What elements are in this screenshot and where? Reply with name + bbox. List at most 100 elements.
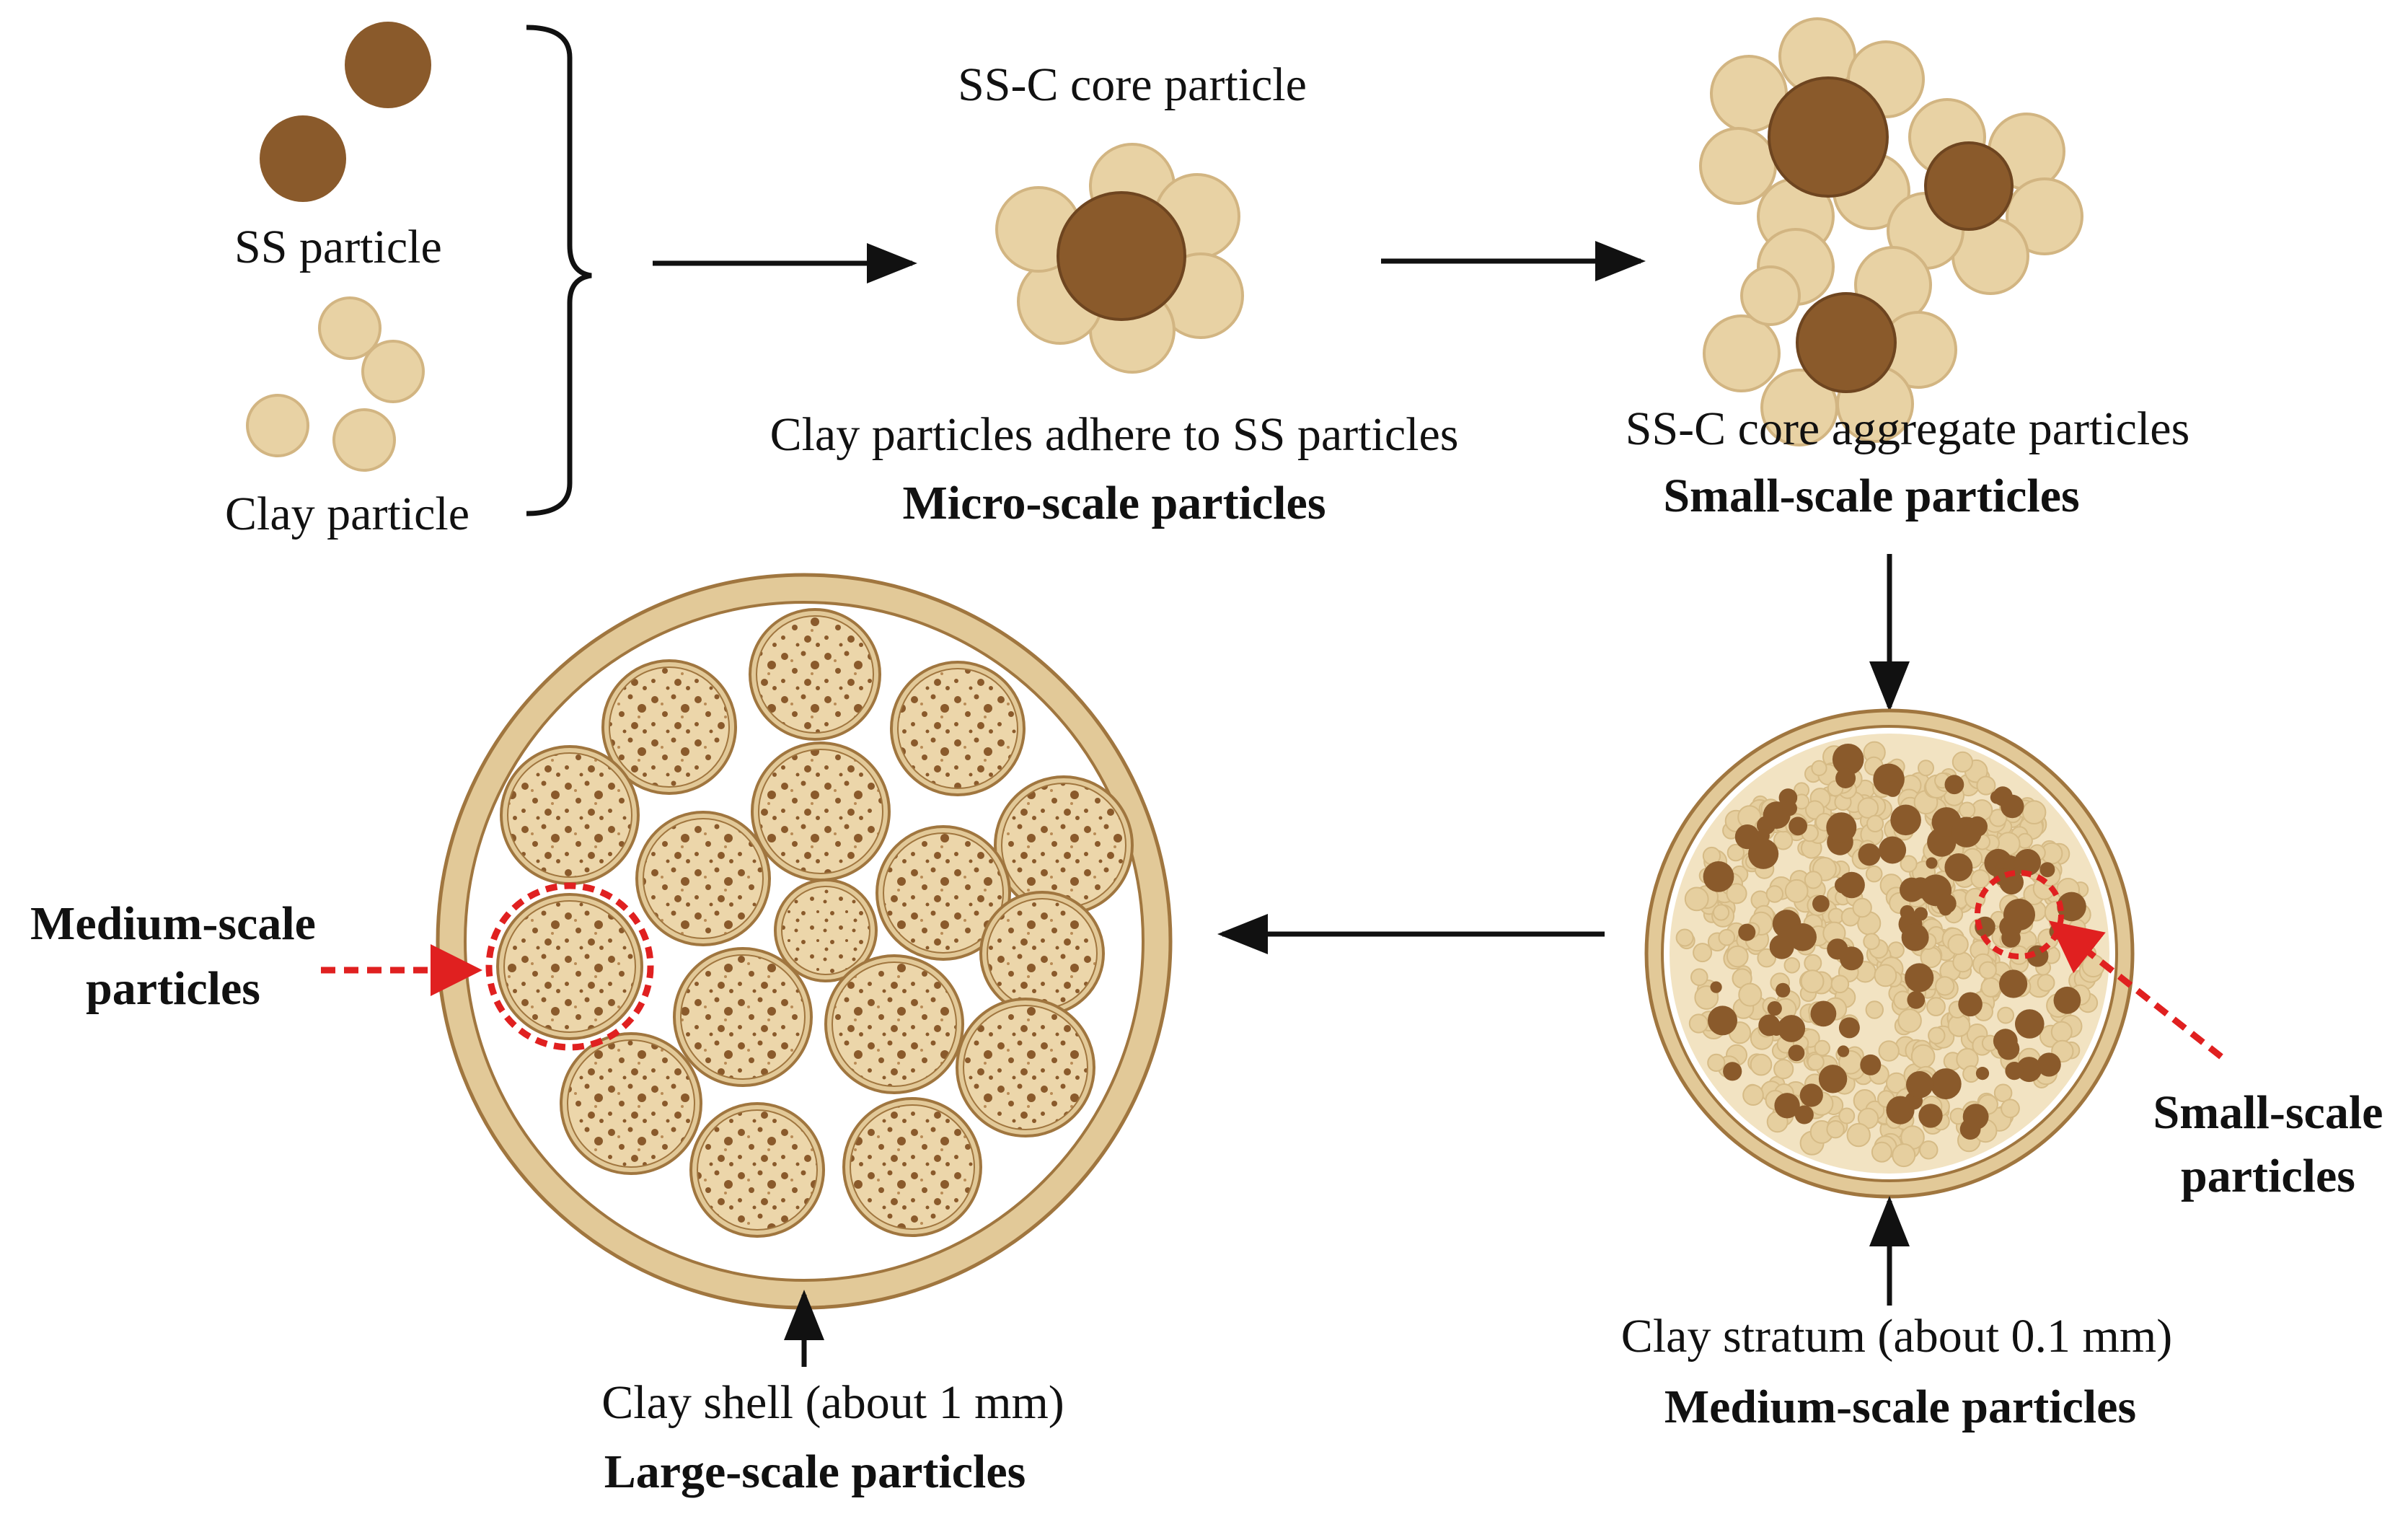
clay-grain <box>2068 918 2086 937</box>
ss-particles <box>260 22 431 202</box>
clay-grain <box>1830 974 1850 994</box>
ss-grain <box>1738 923 1756 941</box>
ss-grain <box>1710 981 1722 993</box>
ss-grain <box>2053 986 2081 1014</box>
ss-grain <box>1858 843 1881 866</box>
input-bracket <box>526 25 592 516</box>
ss-particle-label: SS particle <box>234 221 442 273</box>
clay-grain <box>1765 885 1784 903</box>
clay-grain <box>1997 1006 2015 1024</box>
clay-grain <box>1693 943 1713 963</box>
ss-grain <box>2057 892 2086 922</box>
ss-grain <box>1900 877 1924 902</box>
ss-grain <box>1993 1029 2018 1054</box>
clay-grain <box>1784 879 1809 903</box>
highlighted-ss-grain <box>2003 899 2035 930</box>
clay-grain <box>1750 1053 1773 1076</box>
ss-grain <box>1990 791 2004 804</box>
medium-scale-particle-in-shell <box>749 608 881 741</box>
ss-grain <box>1905 963 1934 993</box>
clay-grain <box>2001 1099 2020 1119</box>
clay-grain <box>1928 1026 1946 1044</box>
medium-scale-particle-in-shell <box>673 947 813 1087</box>
clay-shell-label: Clay shell (about 1 mm) <box>601 1376 1064 1429</box>
ss-grain <box>1951 817 1982 848</box>
clay-grain <box>1807 1053 1825 1071</box>
clay-grain <box>1935 976 1955 996</box>
medium-scale-particle-in-shell <box>979 891 1105 1016</box>
medium-scale-highlight <box>485 882 654 1051</box>
clay-grain <box>2021 800 2047 824</box>
ss-grain <box>2005 1062 2024 1081</box>
clay-grain <box>1863 933 1880 950</box>
clay-grain <box>1726 945 1749 968</box>
medium-scale-callout-line1: Medium-scale <box>30 897 316 950</box>
clay-grain <box>1871 1141 1892 1163</box>
medium-scale-particle-in-shell <box>500 745 640 885</box>
clay-grain <box>1757 948 1776 968</box>
clay-grain <box>2050 1021 2073 1043</box>
clay-stratum-label: Clay stratum (about 0.1 mm) <box>1620 1310 2173 1363</box>
medium-scale-particle-in-shell <box>956 998 1095 1137</box>
ss-grain <box>1890 804 1921 836</box>
ss-grain <box>1884 780 1901 797</box>
clay-grain <box>1804 954 1822 972</box>
clay-grain <box>1918 760 1934 777</box>
clay-grain <box>1900 855 1918 873</box>
clay-grain <box>1866 814 1884 833</box>
medium-scale-particle-in-shell <box>496 893 643 1040</box>
ss-grain <box>1769 934 1794 959</box>
micro-caption: Clay particles adhere to SS particles <box>769 408 1459 461</box>
clay-grain <box>1959 801 1976 819</box>
clay-grain <box>1878 1040 1900 1062</box>
clay-grain <box>1800 969 1825 993</box>
ss-grain <box>1900 905 1915 920</box>
ss-grain <box>1776 982 1791 998</box>
ss-grain <box>1958 992 1983 1017</box>
large-scale-particle <box>436 573 1173 1310</box>
clay-grain <box>1852 897 1872 918</box>
clay-grain <box>1865 865 1883 883</box>
clay-grain <box>1814 1039 1831 1057</box>
medium-scale-particle-in-shell <box>890 661 1026 796</box>
clay-particles <box>246 296 425 472</box>
ss-grain <box>1959 1119 1981 1140</box>
ss-grain <box>1789 923 1817 951</box>
clay-grain <box>1951 751 1973 773</box>
clay-grain <box>1783 957 1801 974</box>
medium-scale-callout-line2: particles <box>86 962 260 1015</box>
ss-grain <box>2001 794 2024 819</box>
ss-grain <box>2015 1009 2045 1039</box>
medium-scale-particle-in-shell <box>876 825 1011 961</box>
micro-scale-title: Micro-scale particles <box>902 477 1326 529</box>
ss-grain <box>1777 1017 1798 1038</box>
ss-grain <box>1840 946 1864 971</box>
ss-grain <box>1782 801 1797 816</box>
clay-grain <box>1742 1084 1764 1106</box>
ss-grain <box>1767 1001 1782 1016</box>
small-scale-title: Small-scale particles <box>1663 470 2080 522</box>
ss-grain <box>1794 1105 1814 1125</box>
clay-grain <box>1707 1053 1726 1073</box>
clay-grain <box>1804 871 1822 889</box>
ss-grain <box>1774 1093 1800 1119</box>
medium-scale-particle-in-shell <box>842 1097 982 1237</box>
medium-scale-particle-in-shell <box>824 954 964 1094</box>
clay-particle-label: Clay particle <box>225 488 470 540</box>
ss-grain <box>1860 1054 1882 1075</box>
clay-grain <box>1947 933 1969 956</box>
ss-grain <box>1789 817 1808 836</box>
clay-grain <box>1684 886 1709 912</box>
ss-grain <box>1826 812 1857 843</box>
clay-grain <box>1690 968 1708 986</box>
ss-grain <box>1944 853 1973 881</box>
ss-grain <box>1799 1083 1823 1107</box>
medium-scale-particle-in-shell <box>601 659 737 795</box>
ss-c-core-particle <box>995 143 1244 374</box>
ss-grain <box>1838 871 1865 899</box>
ss-grain <box>1748 838 1779 869</box>
clay-grain <box>1773 1059 1794 1080</box>
medium-scale-particle <box>1644 708 2135 1199</box>
clay-grain <box>1675 928 1694 947</box>
